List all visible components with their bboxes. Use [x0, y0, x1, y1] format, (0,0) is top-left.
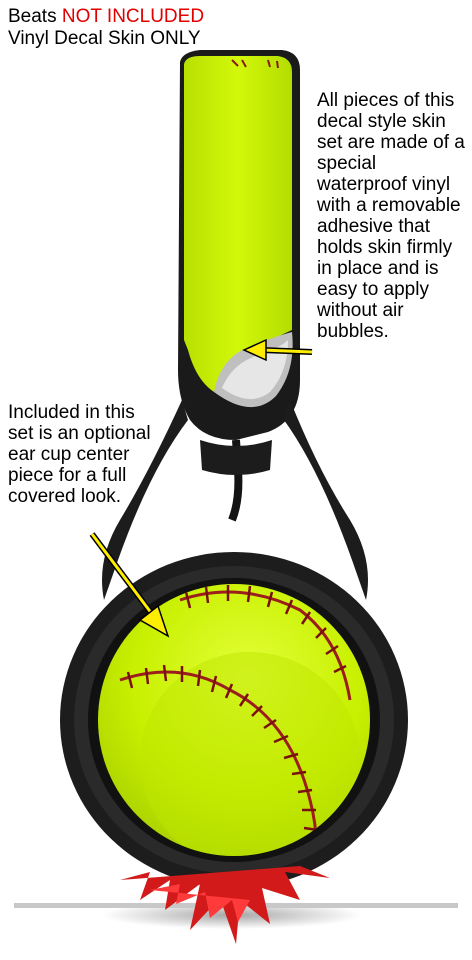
callout-ear-cup-piece: Included in this set is an optional ear …: [8, 402, 151, 507]
seam-upper: [179, 590, 352, 701]
seam-stitches: [126, 585, 347, 832]
yoke-right: [284, 400, 368, 600]
header-line-2: Vinyl Decal Skin ONLY: [8, 28, 201, 49]
yoke-left: [102, 400, 188, 600]
seam-lower: [119, 670, 318, 856]
brand-logo-mark: [14, 866, 458, 944]
header-brand: Beats: [8, 6, 57, 27]
header-line-1: Beats NOT INCLUDED: [8, 6, 204, 28]
arrow-right-icon: [242, 338, 313, 362]
headband-skin: [184, 56, 292, 392]
not-included-label: NOT INCLUDED: [61, 6, 205, 27]
arrow-left-icon: [89, 532, 170, 638]
callout-waterproof-vinyl: All pieces of this decal style skin set …: [317, 90, 465, 342]
band-stitches: [231, 59, 279, 69]
